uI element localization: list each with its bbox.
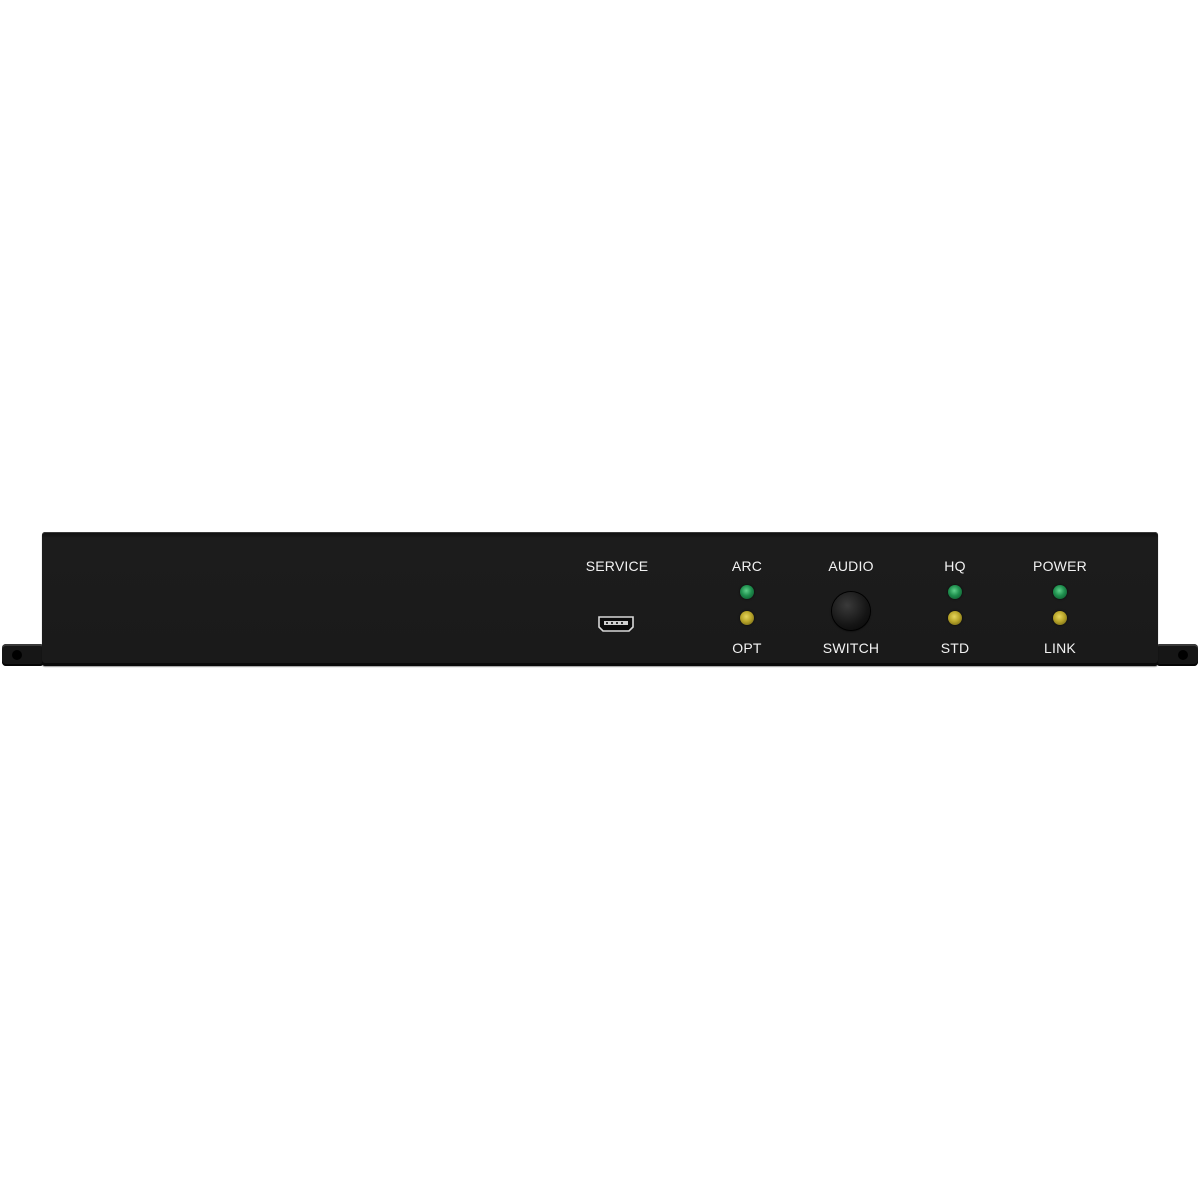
front-panel <box>42 532 1158 666</box>
audio-switch-button[interactable] <box>832 592 870 630</box>
audio-label: AUDIO <box>828 558 874 574</box>
mini-usb-port-icon[interactable] <box>596 614 636 634</box>
opt-led <box>740 611 754 625</box>
opt-label: OPT <box>732 640 762 656</box>
arc-led <box>740 585 754 599</box>
hq-led <box>948 585 962 599</box>
right-mounting-ear <box>1156 644 1198 666</box>
right-mounting-hole <box>1178 650 1188 660</box>
link-led <box>1053 611 1067 625</box>
power-label: POWER <box>1033 558 1087 574</box>
arc-label: ARC <box>731 558 763 574</box>
switch-label: SWITCH <box>822 640 880 656</box>
service-label: SERVICE <box>585 558 649 574</box>
hq-label: HQ <box>944 558 966 574</box>
std-led <box>948 611 962 625</box>
std-label: STD <box>940 640 970 656</box>
power-led <box>1053 585 1067 599</box>
left-mounting-ear <box>2 644 44 666</box>
left-mounting-hole <box>12 650 22 660</box>
link-label: LINK <box>1044 640 1076 656</box>
